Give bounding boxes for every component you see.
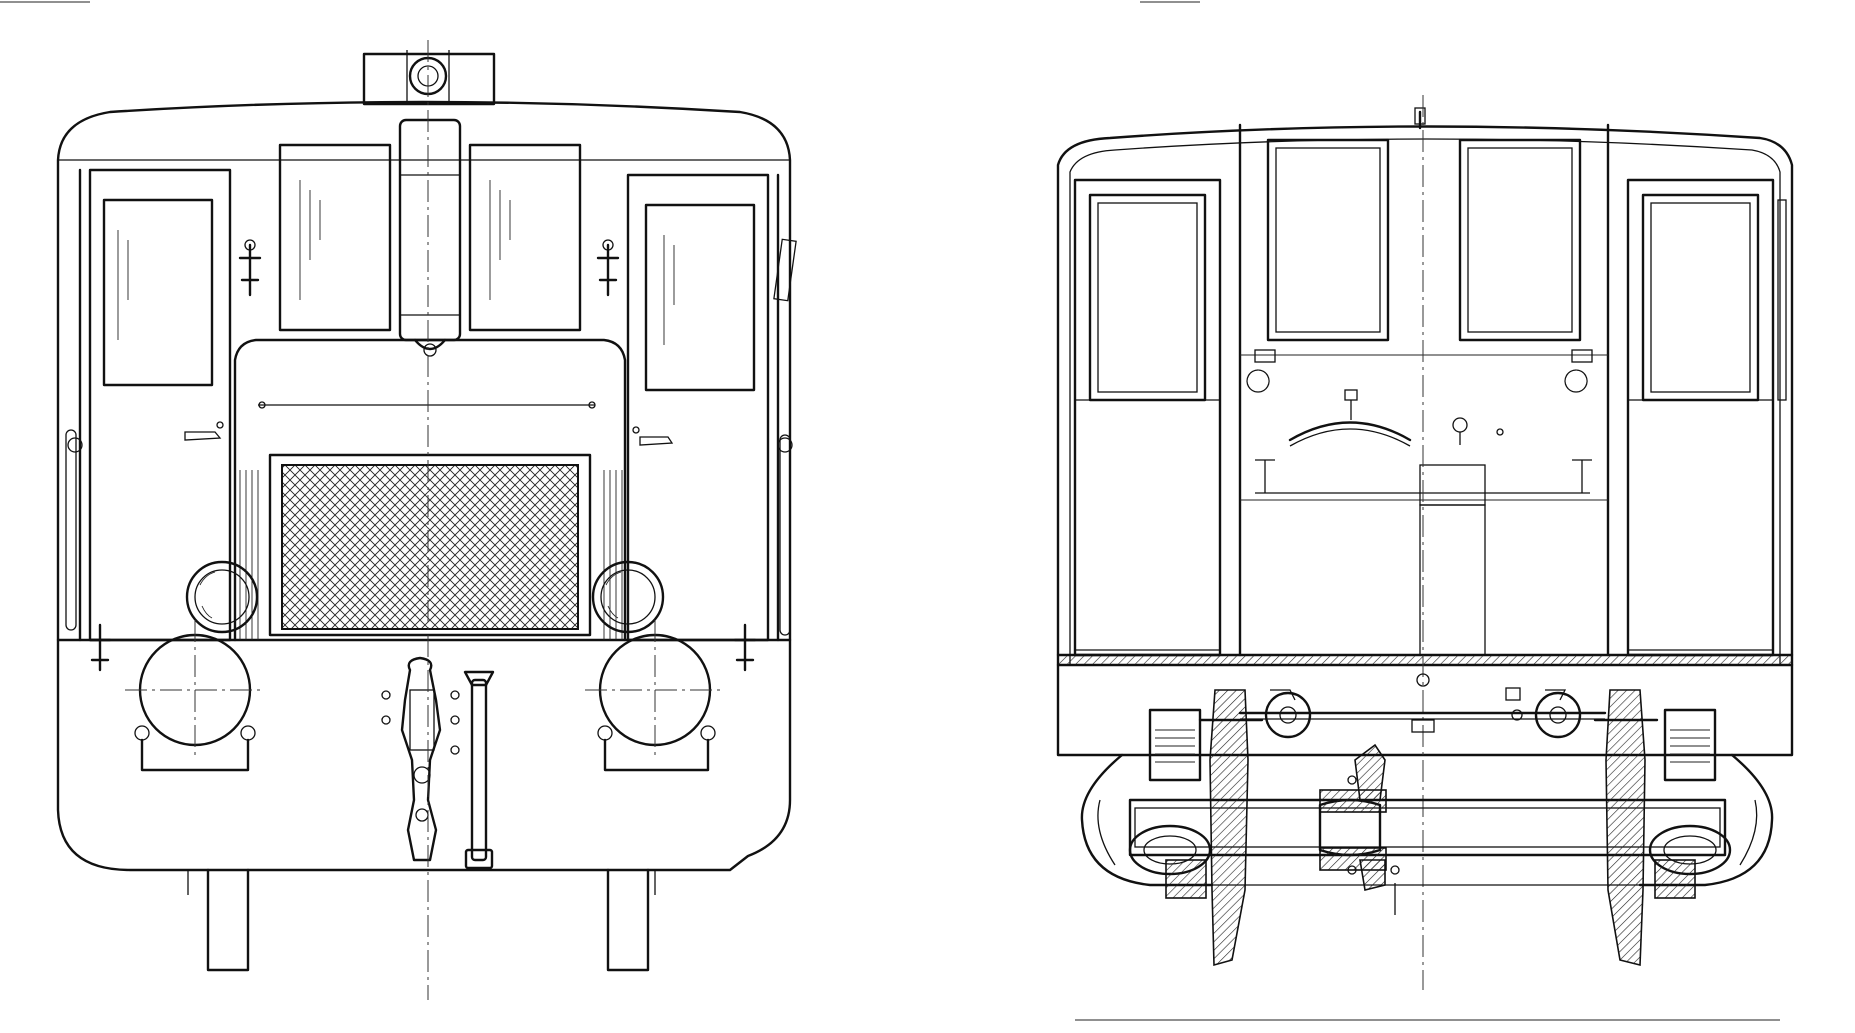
wheel-right bbox=[1605, 689, 1646, 967]
handrail-fittings bbox=[65, 239, 793, 636]
roof-headlight-box bbox=[362, 50, 496, 106]
axle bbox=[1128, 798, 1727, 857]
wheel-left bbox=[1209, 689, 1249, 967]
headlamp-right bbox=[591, 560, 665, 634]
lamp-brackets bbox=[88, 623, 757, 672]
body-outline bbox=[56, 100, 792, 872]
central-exhaust-stack bbox=[398, 118, 462, 357]
floor-section bbox=[1057, 654, 1793, 666]
cross-section-view bbox=[1056, 95, 1794, 1021]
running-gear-section bbox=[1080, 673, 1774, 967]
section-body-outline bbox=[1056, 125, 1794, 757]
bulkhead bbox=[1238, 95, 1610, 990]
headlamp-left bbox=[185, 560, 259, 634]
step-handles bbox=[134, 725, 716, 772]
front-end-view bbox=[56, 40, 797, 1000]
side-door-left bbox=[78, 168, 232, 642]
radiator-grille bbox=[281, 464, 579, 630]
side-door-right bbox=[626, 173, 797, 642]
section-door-right bbox=[1626, 178, 1787, 657]
coupler-hook bbox=[381, 656, 495, 870]
section-door-left bbox=[1073, 178, 1222, 657]
wheel-stubs-left bbox=[187, 868, 656, 972]
front-window-left bbox=[278, 143, 392, 332]
axlebox-right bbox=[1648, 708, 1732, 899]
axlebox-left bbox=[1128, 708, 1212, 899]
front-window-right bbox=[468, 143, 582, 332]
radiator-hood bbox=[233, 338, 627, 642]
brake-rigging bbox=[1238, 673, 1607, 915]
